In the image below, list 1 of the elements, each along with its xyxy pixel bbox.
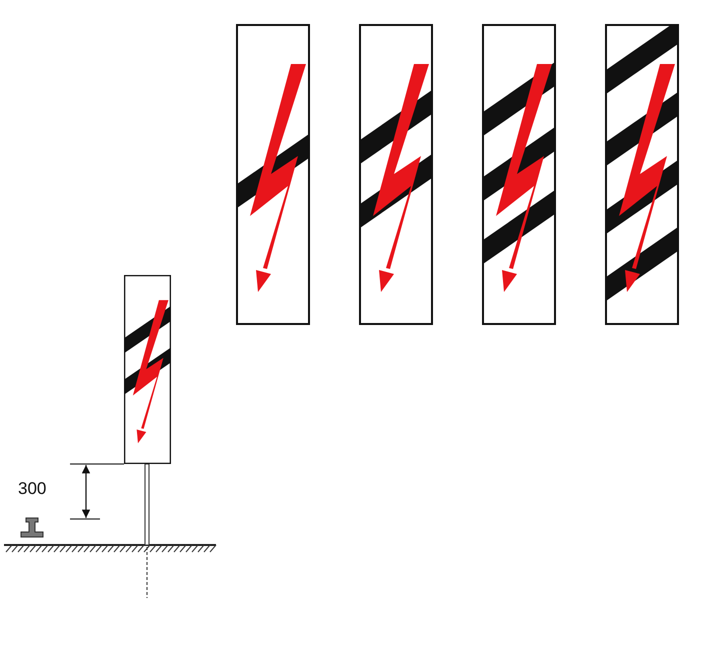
- dimension-label: 300: [18, 479, 46, 499]
